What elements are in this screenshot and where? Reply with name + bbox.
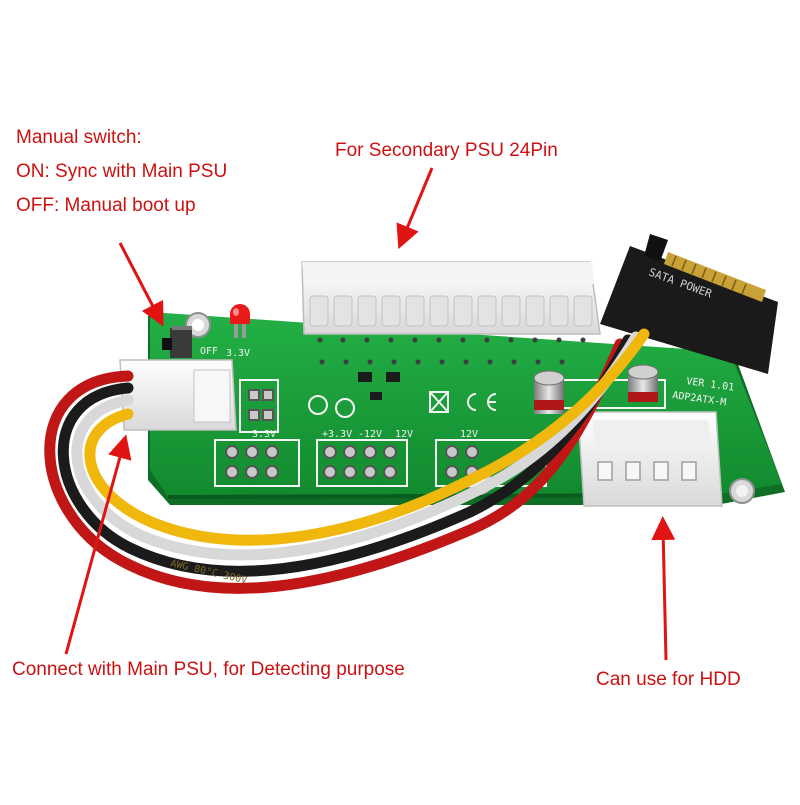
arrow-main-psu xyxy=(64,434,132,655)
hdd-callout: Can use for HDD xyxy=(596,669,741,690)
arrow-secondary-psu xyxy=(396,167,434,250)
24pin-connector xyxy=(301,261,601,365)
4pin-input-connector xyxy=(119,359,237,431)
secondary-psu-callout: For Secondary PSU 24Pin xyxy=(335,140,558,161)
label-12v-a: 12V xyxy=(395,429,413,440)
arrow-hdd xyxy=(651,516,676,661)
arrow-manual-switch xyxy=(118,242,164,327)
manual-switch-off-text: OFF: Manual boot up xyxy=(16,195,196,216)
callout-arrows xyxy=(64,167,676,661)
sata-power-connector: SATA POWER xyxy=(600,234,778,374)
capacitors xyxy=(533,364,659,414)
label-3v3: 3.3V xyxy=(252,429,276,440)
manual-switch xyxy=(162,326,192,358)
switch-off-label: OFF xyxy=(200,346,218,357)
manual-switch-on-text: ON: Sync with Main PSU xyxy=(16,161,228,182)
manual-switch-callout: Manual switch: ON: Sync with Main PSU OF… xyxy=(16,128,227,230)
label-3v3-led: 3.3V xyxy=(226,348,250,359)
label-plus3v3: +3.3V xyxy=(322,429,352,440)
solder-pads xyxy=(225,389,479,479)
manual-switch-title: Manual switch: xyxy=(16,127,142,148)
small-components xyxy=(358,372,400,400)
compliance-marks xyxy=(429,391,497,413)
label-12v-b: 12V xyxy=(460,429,478,440)
molex-hdd-connector xyxy=(577,411,723,507)
red-led xyxy=(230,304,250,338)
main-psu-callout: Connect with Main PSU, for Detecting pur… xyxy=(12,659,405,680)
label-minus12v: -12V xyxy=(358,429,382,440)
cable-bundle xyxy=(44,328,650,594)
